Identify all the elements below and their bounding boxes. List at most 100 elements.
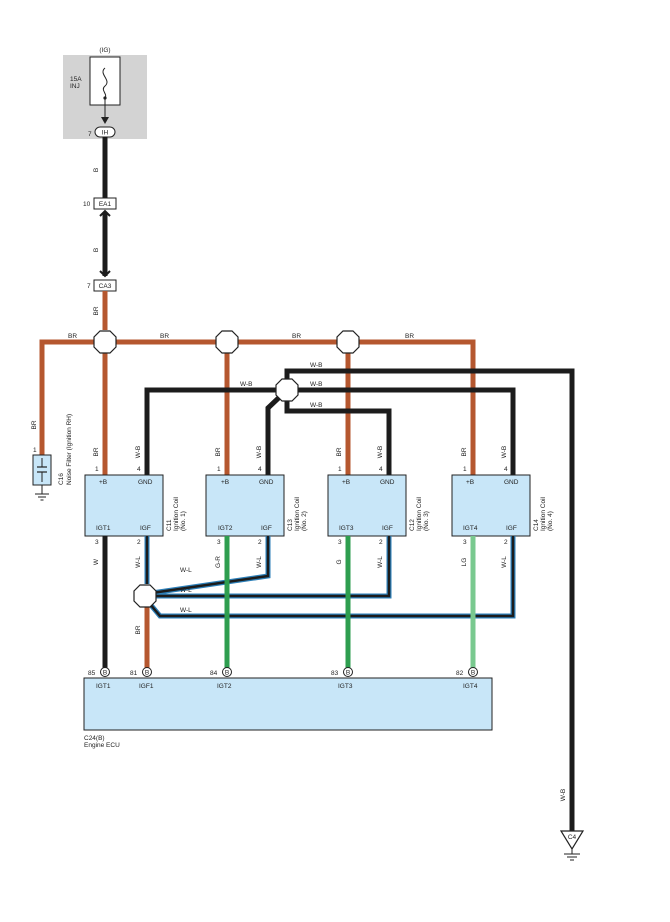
ground-c4-triangle — [559, 830, 585, 851]
wire-wb-label-coil1: W-B — [135, 446, 142, 459]
ecu-pin-85-label: IGT1 — [96, 683, 111, 690]
ecu-pin-84-connector: B — [225, 670, 229, 677]
wire-br-label-coil3: BR — [336, 447, 343, 456]
coil3-igf: IGF — [382, 525, 393, 532]
wire-wl-label-coil2: W-L — [256, 556, 263, 568]
ecu-pin-83-num: 83 — [331, 670, 339, 677]
ignition-coil-3: 1 4 +B GND IGT3 IGF 3 2 C12 Ignition Coi… — [327, 466, 430, 546]
wire-wb-label-3: W-B — [310, 381, 323, 388]
wire-wb-coil3-gnd — [284, 390, 392, 475]
wire-br-label-filter: BR — [31, 420, 38, 429]
ecu-pin-83-connector: B — [346, 670, 350, 677]
coil1-pin1: 1 — [95, 466, 99, 473]
coil3-gnd: GND — [380, 479, 395, 486]
coil3-pin4: 4 — [379, 466, 383, 473]
wire-br-bus-label-2: BR — [160, 333, 169, 340]
coil4-igt: IGT4 — [463, 525, 478, 532]
engine-ecu: 85 B IGT1 81 B IGF1 84 B IGT2 83 B IGT3 … — [83, 667, 493, 731]
coil2-gnd: GND — [259, 479, 274, 486]
ecu-pin-84-label: IGT2 — [217, 683, 232, 690]
ca3-pin-number: 7 — [87, 283, 91, 290]
coil2-body — [205, 474, 285, 537]
ecu-pin-81-connector: B — [145, 670, 149, 677]
coil3-pin3: 3 — [338, 539, 342, 546]
ecu-pin-82-tag — [468, 667, 478, 677]
wire-br-bus-label-4: BR — [405, 333, 414, 340]
coil3-body — [327, 474, 407, 537]
ea1-chevron-icon — [99, 209, 111, 217]
wire-br-trunk-label: BR — [93, 306, 100, 315]
wire-wb-label-4: W-B — [310, 402, 323, 409]
wire-wb-coil2-gnd — [265, 388, 289, 475]
coil1-igt: IGT1 — [96, 525, 111, 532]
coil1-igf: IGF — [140, 525, 151, 532]
splice-br-2 — [215, 330, 239, 354]
coil2-igt: IGT2 — [218, 525, 233, 532]
ignition-coil-1: 1 4 +B GND IGT1 IGF 3 2 C11 Ignition Coi… — [84, 466, 187, 546]
wire-wl-label-coil4: W-L — [501, 556, 508, 568]
fuse-icon — [102, 67, 108, 99]
coil2-pin2: 2 — [258, 539, 262, 546]
coil3-name: Ignition Coil — [416, 496, 423, 531]
ecu-body — [83, 677, 493, 731]
ea1-connector — [93, 197, 117, 210]
ignition-coil-4: 1 4 +B GND IGT4 IGF 3 2 C14 Ignition Coi… — [451, 466, 554, 546]
coil3-num: (No. 3) — [423, 511, 430, 531]
ecu-pin-84-num: 84 — [210, 670, 218, 677]
coil1-id: C11 — [166, 519, 173, 531]
wire-b-label-1: B — [93, 168, 100, 172]
ecu-pin-85-connector: B — [103, 670, 107, 677]
wire-wb-label-coil4: W-B — [501, 446, 508, 459]
coil3-plus-b: +B — [342, 479, 350, 486]
coil4-id: C14 — [533, 519, 540, 531]
wire-wb-label-ground: W-B — [560, 789, 567, 802]
splice-wb — [275, 378, 299, 402]
coil3-pin2: 2 — [379, 539, 383, 546]
coil2-igf: IGF — [261, 525, 272, 532]
coil2-name: Ignition Coil — [294, 496, 301, 531]
ignition-coil-2: 1 4 +B GND IGT2 IGF 3 2 C13 Ignition Coi… — [205, 466, 308, 546]
wire-wl-igf-network — [143, 536, 516, 619]
wire-b-label-2: B — [93, 248, 100, 252]
coil2-id: C13 — [287, 519, 294, 531]
noise-filter-id: C16 — [58, 473, 65, 485]
ground-c4-id: C4 — [568, 834, 577, 841]
coil4-gnd: GND — [504, 479, 519, 486]
wire-lg-label: LG — [461, 558, 468, 567]
fuse-pin-number: 7 — [88, 131, 92, 138]
coil1-pin4: 4 — [137, 466, 141, 473]
noise-filter-pin: 1 — [33, 447, 37, 454]
wire-br-label-coil1: BR — [93, 447, 100, 456]
noise-filter-name: Noise Filter (Ignition RH) — [66, 414, 73, 485]
wire-wb-main-ground — [284, 368, 575, 838]
ground-icon — [35, 493, 49, 501]
wire-br-label-coil2: BR — [215, 447, 222, 456]
coil4-name: Ignition Coil — [540, 496, 547, 531]
wire-br-bus — [39, 339, 476, 475]
coil4-pin1: 1 — [463, 466, 467, 473]
ecu-pin-83-label: IGT3 — [338, 683, 353, 690]
ecu-pin-83-tag — [343, 667, 353, 677]
coil1-pin3: 3 — [95, 539, 99, 546]
wire-wl-label-h3: W-L — [180, 607, 192, 614]
ea1-pin-number: 10 — [83, 201, 91, 208]
coil4-pin4: 4 — [504, 466, 508, 473]
wire-wl-label-h1: W-L — [180, 567, 192, 574]
wire-wl-label-h2: W-L — [180, 587, 192, 594]
wire-br-bus-label-1: BR — [68, 333, 77, 340]
ecu-name: Engine ECU — [84, 742, 120, 749]
wire-wb-label-1: W-B — [240, 381, 253, 388]
wire-g-label: G — [336, 559, 343, 564]
wire-wb-coil1-gnd — [144, 387, 287, 475]
fuse-group-label: (IG) — [99, 47, 110, 54]
ca3-connector-name: CA3 — [99, 283, 112, 290]
coil1-body — [84, 474, 164, 537]
coil3-igt: IGT3 — [339, 525, 354, 532]
wire-wb-label-2: W-B — [310, 362, 323, 369]
coil4-body — [451, 474, 531, 537]
ecu-pin-85-num: 85 — [88, 670, 96, 677]
coil2-num: (No. 2) — [301, 511, 308, 531]
coil1-pin2: 2 — [137, 539, 141, 546]
wire-wl-label-coil1: W-L — [135, 556, 142, 568]
